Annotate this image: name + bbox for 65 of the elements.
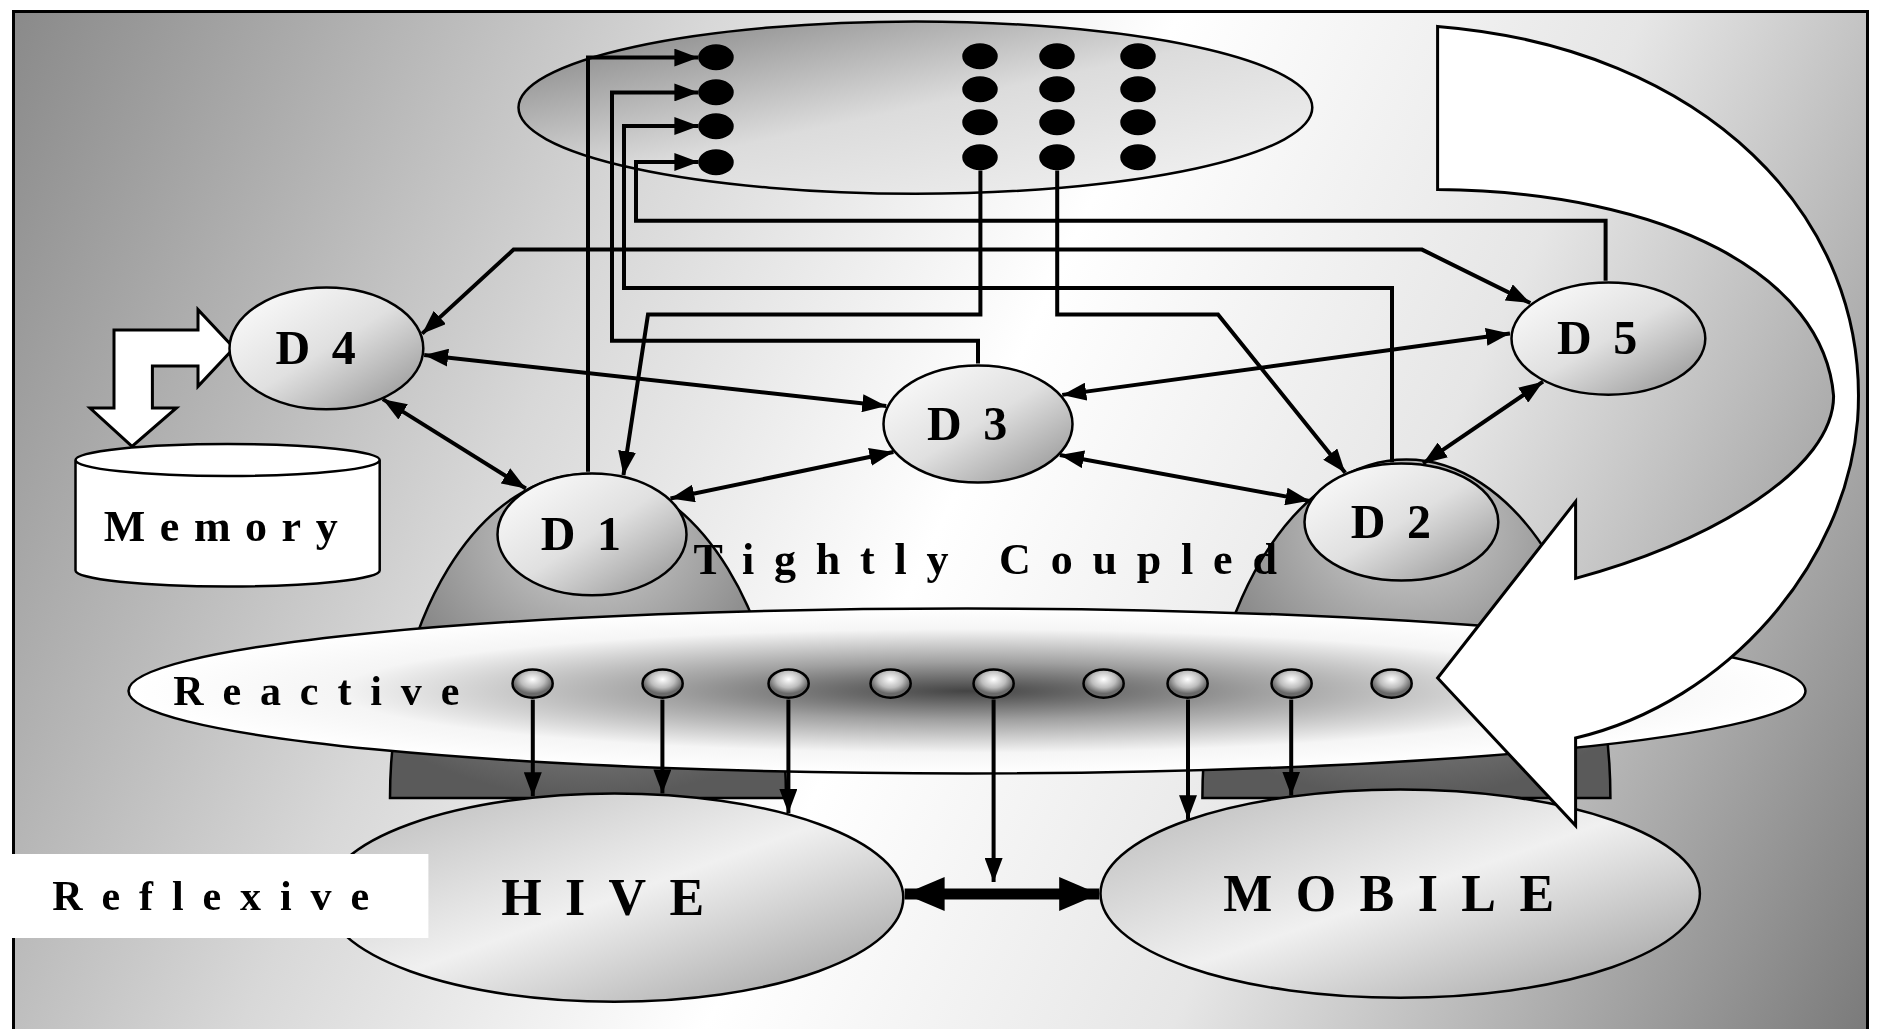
arrow [1421,380,1545,466]
ellipse-node [1099,788,1702,1000]
ellipse-region [517,20,1314,196]
node-label: Reactive [173,670,479,713]
dot [1119,43,1156,70]
small-ellipse [1370,668,1414,700]
node-label: D1 [540,510,643,558]
arrow [381,397,527,491]
dot [1039,75,1076,102]
dot [698,112,735,140]
arrow [423,348,887,413]
node-label: D4 [275,324,378,372]
small-ellipse [972,668,1016,700]
small-ellipse [1082,668,1126,700]
node-label: Memory [103,504,353,549]
thick-double-arrow [904,877,1100,911]
arrow [670,448,894,503]
arrow [779,699,798,814]
node-label: D5 [1557,314,1659,363]
dot [962,75,999,102]
arrow [1179,699,1197,820]
node-label: MOBILE [1223,868,1578,920]
small-ellipse [1166,668,1210,700]
dot [1039,109,1076,136]
dot [1119,109,1156,136]
node-label: D3 [927,399,1029,448]
arrow [1282,699,1301,796]
arrow [622,117,1394,463]
arrow [420,247,1532,336]
node-label: D2 [1350,498,1453,546]
ellipse-node [1303,462,1500,582]
arrow [586,48,699,472]
dot [1119,144,1156,171]
dot [1039,43,1076,70]
arrow [1055,170,1347,475]
block-arrow [1436,24,1860,828]
small-ellipse [766,668,810,700]
dot [698,44,735,71]
small-ellipse [1269,668,1313,700]
small-ellipse [640,668,684,700]
arrow [1059,450,1310,506]
label-box [12,854,429,939]
arrow [634,153,1608,281]
node-label: HIVE [501,871,728,924]
memory-cylinder [74,441,382,588]
arrow [523,699,542,797]
small-ellipse [868,668,912,700]
arrow [618,170,983,476]
arrow [610,83,980,364]
node-label: Reflexive [52,875,389,918]
arrow [984,699,1003,882]
ellipse-node [228,285,425,411]
dot [698,79,735,106]
dot [1119,75,1156,102]
arrow [1062,327,1511,401]
dot [962,43,999,70]
ellipse-node [495,471,688,597]
ellipse-node [882,363,1074,484]
arrow [653,699,672,794]
dot [1039,144,1076,171]
ellipse-node [1509,280,1707,396]
small-ellipse [511,668,555,700]
dot [962,109,999,136]
dot [698,148,735,176]
dot [962,144,999,171]
